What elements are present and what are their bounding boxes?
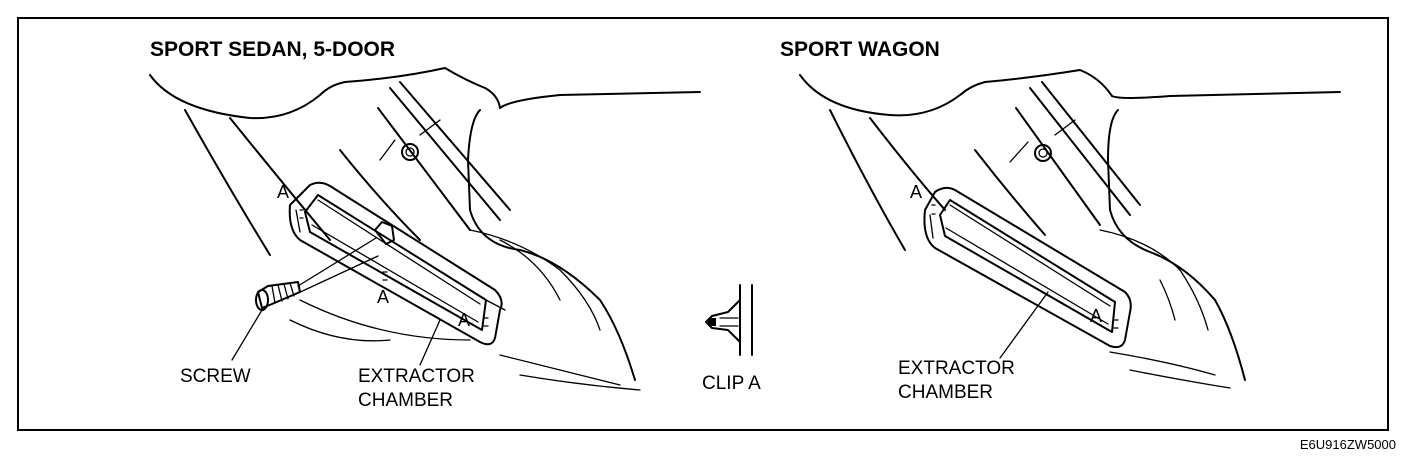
sedan-panel-title: SPORT SEDAN, 5-DOOR: [150, 38, 396, 61]
screw-icon: [255, 281, 301, 311]
screw-label: SCREW: [180, 366, 251, 387]
wagon-clip-marker-bottom: A: [1090, 306, 1103, 326]
wagon-illustration: [799, 69, 1341, 389]
wagon-extractor-chamber-label-line1: EXTRACTOR: [898, 358, 1015, 379]
sedan-clip-marker-bottom: A: [458, 310, 471, 330]
diagram-frame: [17, 17, 1389, 431]
figure-code: E6U916ZW5000: [1299, 437, 1396, 452]
wagon-clip-marker-top: A: [910, 182, 923, 202]
wagon-panel-title: SPORT WAGON: [780, 38, 940, 61]
sedan-extractor-chamber-label-line1: EXTRACTOR: [358, 366, 475, 387]
clip-a-label: CLIP A: [702, 373, 761, 394]
sedan-extractor-chamber-label-line2: CHAMBER: [358, 390, 454, 411]
sedan-clip-marker-top: A: [277, 182, 290, 202]
wagon-extractor-chamber-label-line2: CHAMBER: [898, 382, 994, 403]
sedan-clip-marker-middle: A: [377, 287, 390, 307]
sedan-illustration: [149, 67, 701, 391]
clip-a-illustration: [705, 284, 753, 356]
